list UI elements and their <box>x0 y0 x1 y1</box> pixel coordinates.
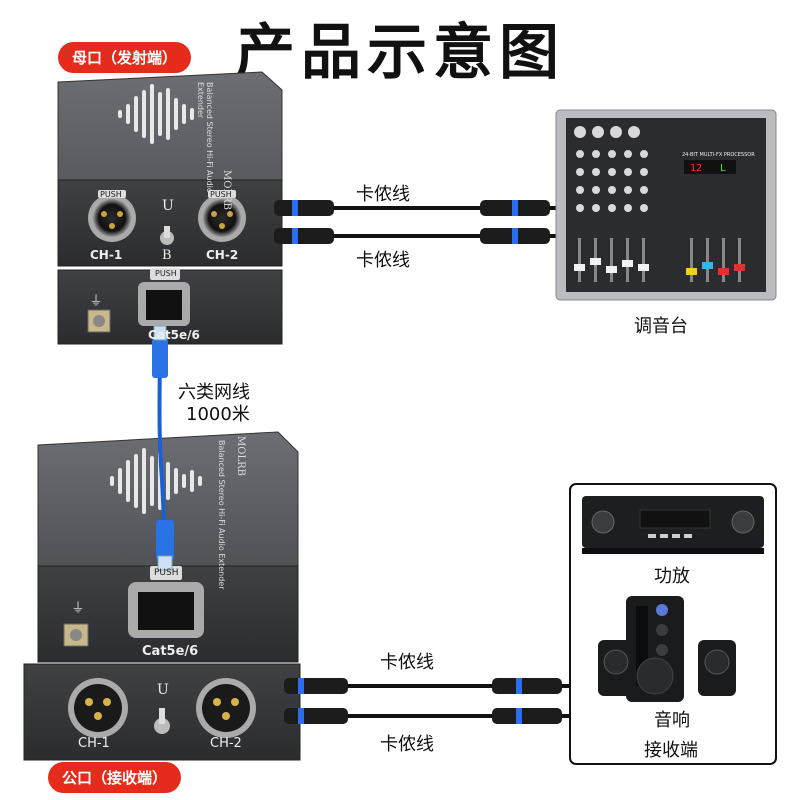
top-switch-b-label: B <box>162 248 172 263</box>
top-ch1-label: CH-1 <box>90 248 123 262</box>
network-cable <box>152 325 174 571</box>
svg-text:24-BIT MULTI-FX PROCESSOR: 24-BIT MULTI-FX PROCESSOR <box>682 152 755 158</box>
amplifier-device <box>582 496 764 554</box>
bottom-push-label: PUSH <box>154 568 179 578</box>
xlr-cable-label-top-2: 卡侬线 <box>356 250 410 271</box>
xlr-cable-label-bottom-2: 卡侬线 <box>380 734 434 755</box>
bottom-brand-label: MOLRB <box>235 436 246 476</box>
receiver-badge: 公口（接收端） <box>48 762 182 793</box>
top-push-label-2: PUSH <box>210 190 232 199</box>
xlr-cable-label-top-1: 卡侬线 <box>356 184 410 205</box>
bottom-unit: ⏚ <box>23 431 301 761</box>
waveform-graphic <box>118 84 194 144</box>
amplifier-label: 功放 <box>654 566 690 587</box>
top-switch-u-label: U <box>162 198 174 214</box>
bottom-ch2-label: CH-2 <box>210 736 242 751</box>
top-push-label: PUSH <box>100 190 122 199</box>
bottom-xlr-cables <box>284 678 600 724</box>
mixer-label: 调音台 <box>634 316 688 337</box>
top-xlr-cables <box>274 200 560 244</box>
svg-text:L: L <box>720 163 726 174</box>
network-cable-length: 1000米 <box>186 404 250 425</box>
network-cable-type: 六类网线 <box>178 382 250 403</box>
speaker-set <box>598 596 736 702</box>
top-unit: ⏚ <box>57 71 283 345</box>
top-rj45-label: Cat5e/6 <box>148 328 200 342</box>
top-model-label: Balanced Stereo Hi-Fi Audio Extender <box>196 82 214 193</box>
bottom-ch1-label: CH-1 <box>78 736 110 751</box>
transmitter-badge: 母口（发射端） <box>58 42 192 73</box>
speaker-label: 音响 <box>654 710 690 731</box>
xlr-cable-label-bottom-1: 卡侬线 <box>380 652 434 673</box>
bottom-switch-u-label: U <box>157 682 169 698</box>
receiver-end-label: 接收端 <box>644 740 698 761</box>
svg-text:12: 12 <box>690 163 702 174</box>
top-ch2-label: CH-2 <box>206 248 239 262</box>
bottom-rj45-label: Cat5e/6 <box>142 644 199 659</box>
receiver-panel <box>569 483 777 765</box>
top-rj45-push-label: PUSH <box>155 269 177 278</box>
page-title: 产品示意图 <box>235 18 565 88</box>
bottom-model-label: Balanced Stereo Hi-Fi Audio Extender <box>217 440 226 590</box>
svg-text:⏚: ⏚ <box>71 601 84 616</box>
svg-text:⏚: ⏚ <box>89 294 102 309</box>
mixer-device: 12 L 24-BIT MULTI-FX PROCESSOR <box>555 109 777 301</box>
